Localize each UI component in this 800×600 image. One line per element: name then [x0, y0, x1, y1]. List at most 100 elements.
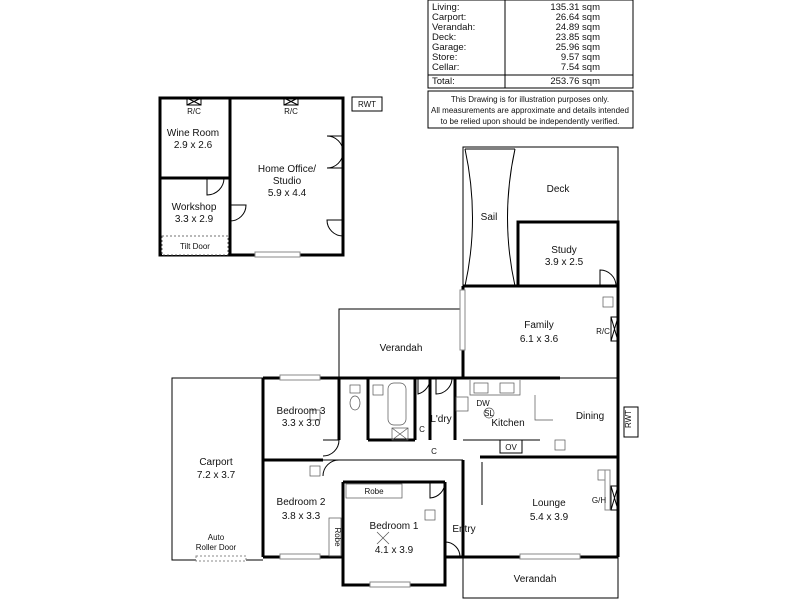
robe2-label: Robe [333, 527, 342, 547]
area-label-cellar: Cellar: [432, 62, 459, 73]
home-office-size: 5.9 x 4.4 [268, 188, 307, 199]
verandah-bottom-label: Verandah [514, 574, 557, 585]
window [279, 553, 321, 560]
carport-size: 7.2 x 3.7 [197, 470, 236, 481]
door-swing [322, 439, 340, 457]
disclaimer-line-3: to be relied upon should be independentl… [441, 117, 620, 126]
home-office-name-2: Studio [273, 176, 302, 187]
area-value-carport: 26.64 sqm [556, 12, 600, 23]
area-value-living: 135.31 sqm [550, 2, 600, 13]
dw-label: DW [476, 399, 490, 408]
area-table: Living: 135.31 sqm Carport: 26.64 sqm Ve… [427, 0, 634, 89]
sl-icon [483, 407, 495, 419]
tilt-door-label: Tilt Door [180, 242, 210, 251]
c-label-1: C [419, 425, 425, 434]
sail: Sail [464, 148, 516, 287]
rwt-label: RWT [358, 100, 376, 109]
area-label-total: Total: [432, 76, 455, 87]
window [254, 251, 301, 258]
wine-room-size: 2.9 x 2.6 [174, 140, 213, 151]
area-value-total: 253.76 sqm [550, 76, 600, 87]
door-swing [326, 219, 344, 237]
rc-family-label: R/C [596, 327, 610, 336]
vent-icon [309, 409, 321, 421]
area-value-cellar: 7.54 sqm [561, 62, 600, 73]
door-swing [435, 377, 453, 395]
rwt-label: RWT [624, 410, 633, 428]
area-label-garage: Garage: [432, 42, 466, 53]
disclaimer-line-1: This Drawing is for illustration purpose… [451, 95, 609, 104]
robe-bedroom1 [345, 483, 403, 499]
verandah-bottom: Verandah [462, 557, 619, 599]
roller-door [195, 555, 247, 562]
window [459, 289, 466, 351]
deck-label: Deck [547, 184, 571, 195]
wine-room-name: Wine Room [167, 128, 219, 139]
rc-unit-icon [186, 97, 202, 106]
house-walls [261, 220, 620, 587]
rc-label: R/C [187, 107, 201, 116]
workshop-size: 3.3 x 2.9 [175, 214, 214, 225]
door-swing [444, 541, 461, 558]
toilet-icon [349, 395, 361, 411]
lounge-name: Lounge [532, 498, 566, 509]
bedroom1-size: 4.1 x 3.9 [375, 545, 414, 556]
laundry-label: L'dry [430, 414, 451, 425]
lounge-size: 5.4 x 3.9 [530, 512, 569, 523]
bedroom3-name: Bedroom 3 [277, 406, 326, 417]
rc-label: R/C [284, 107, 298, 116]
disclaimer-line-2: All measurements are approximate and det… [431, 106, 629, 115]
gh-label: G/H [592, 496, 606, 505]
area-label-deck: Deck: [432, 32, 456, 43]
window [369, 581, 411, 588]
bath-icon [387, 382, 407, 426]
ov-label: OV [505, 443, 517, 452]
disclaimer-box: This Drawing is for illustration purpose… [427, 90, 634, 129]
cooktop [499, 382, 515, 394]
robe-bedroom2 [328, 517, 342, 557]
details [279, 269, 619, 588]
area-label-living: Living: [432, 2, 459, 13]
entry-label: Entry [452, 524, 475, 535]
door-swing [229, 204, 247, 222]
family-size: 6.1 x 3.6 [520, 334, 559, 345]
sink [473, 382, 489, 394]
door-swing [429, 481, 446, 499]
area-label-store: Store: [432, 52, 457, 63]
vent-icon [309, 465, 321, 477]
door-swing [417, 377, 431, 395]
sail-label: Sail [481, 212, 498, 223]
rwt-house: RWT [623, 406, 639, 438]
room-labels: Study 3.9 x 2.5 Family 6.1 x 3.6 R/C Bed… [277, 245, 611, 556]
area-value-garage: 25.96 sqm [556, 42, 600, 53]
family-name: Family [524, 320, 553, 331]
door-swing [322, 459, 340, 477]
vent-icon [424, 509, 436, 521]
area-value-store: 9.57 sqm [561, 52, 600, 63]
vent-icon [554, 439, 566, 451]
area-label-verandah: Verandah: [432, 22, 475, 33]
gas-heater-icon [610, 485, 619, 511]
area-label-carport: Carport: [432, 12, 466, 23]
verandah-top: Verandah [338, 308, 463, 378]
deck: Deck [462, 146, 619, 286]
home-office-name-1: Home Office/ [258, 164, 316, 175]
kitchen-label: Kitchen [491, 418, 524, 429]
door-swing [599, 269, 617, 287]
shower-icon [391, 427, 409, 441]
rc-unit-icon [610, 316, 619, 342]
verandah-top-label: Verandah [380, 343, 423, 354]
area-value-deck: 23.85 sqm [556, 32, 600, 43]
bedroom1-name: Bedroom 1 [370, 521, 419, 532]
carport-name: Carport [199, 457, 233, 468]
bedroom3-size: 3.3 x 3.0 [282, 418, 321, 429]
dining-label: Dining [576, 411, 604, 422]
area-value-verandah: 24.89 sqm [556, 22, 600, 33]
c-label-2: C [431, 447, 437, 456]
sl-label: SL [484, 409, 494, 418]
window [519, 553, 581, 560]
vent-icon [602, 296, 614, 308]
tilt-door [161, 235, 229, 256]
window [604, 469, 611, 511]
